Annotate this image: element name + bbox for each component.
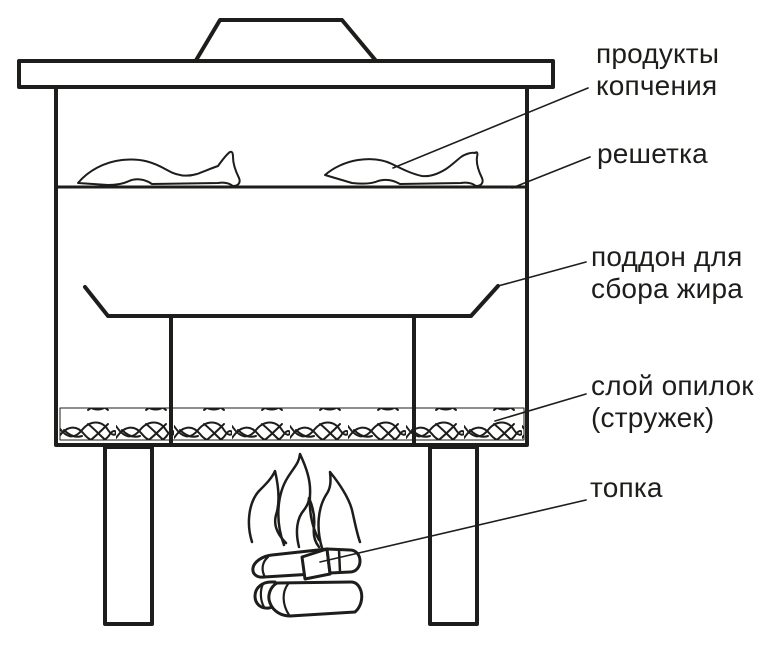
label-drip-tray: поддон для сбора жира xyxy=(591,241,744,304)
label-firebox: топка xyxy=(590,472,663,503)
fish-left xyxy=(77,150,241,187)
fish-right xyxy=(324,151,484,187)
leader-firebox xyxy=(319,499,587,563)
lid-handle xyxy=(193,18,379,64)
leader-products xyxy=(392,87,589,169)
drip-tray xyxy=(83,284,500,318)
smoker-box xyxy=(54,85,529,447)
leader-tray xyxy=(497,261,587,287)
label-sawdust: слой опилок (стружек) xyxy=(591,370,754,433)
label-grate: решетка xyxy=(597,138,708,169)
fire-flames xyxy=(247,452,362,550)
sawdust-layer xyxy=(59,407,525,441)
log-pile xyxy=(251,547,364,618)
leader-grate xyxy=(511,156,591,189)
lid xyxy=(17,59,555,89)
leg-right xyxy=(428,445,479,626)
leg-left xyxy=(103,445,154,626)
label-products: продукты копчения xyxy=(596,38,720,101)
leader-sawdust xyxy=(494,393,587,422)
leader-lines xyxy=(319,87,591,563)
